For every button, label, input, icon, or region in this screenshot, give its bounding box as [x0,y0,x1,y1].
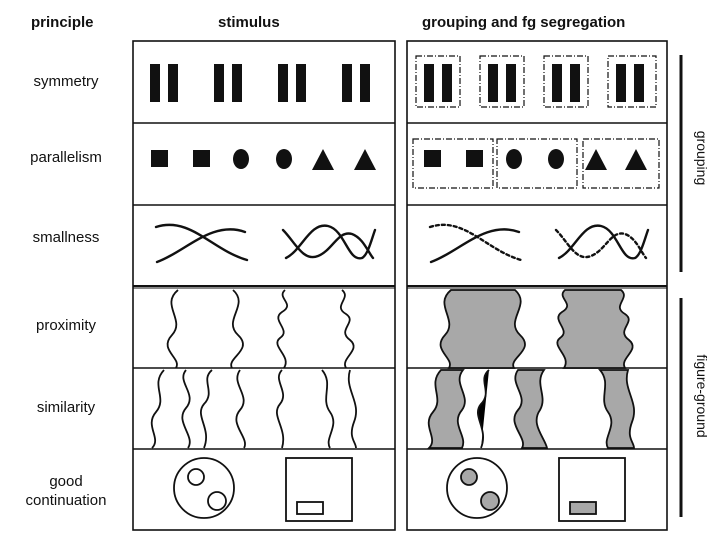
symmetry-grouping [415,55,657,108]
row-label-good-continuation-2: continuation [25,492,107,509]
header-grouping: grouping and fg segregation [422,14,626,31]
parallelism-grouping [412,138,660,189]
header-stimulus: stimulus [218,14,280,31]
smallness-grouping [428,223,650,264]
smallness-stimulus [154,223,377,264]
proximity-grouping [439,289,634,369]
header-principle: principle [31,14,94,31]
row-label-parallelism: parallelism [30,149,102,166]
row-label-good-continuation-1: good [49,473,83,490]
parallelism-stimulus [151,149,376,170]
panel-frames [132,40,668,531]
row-label-smallness: smallness [32,229,100,246]
similarity-grouping [426,369,635,449]
similarity-stimulus [150,369,357,449]
proximity-stimulus [166,289,355,369]
symmetry-stimulus [150,64,370,102]
row-label-proximity: proximity [35,317,96,334]
good-continuation-grouping [446,457,626,522]
good-continuation-stimulus [173,457,353,522]
row-label-similarity: similarity [36,399,96,416]
row-label-symmetry: symmetry [33,73,99,90]
